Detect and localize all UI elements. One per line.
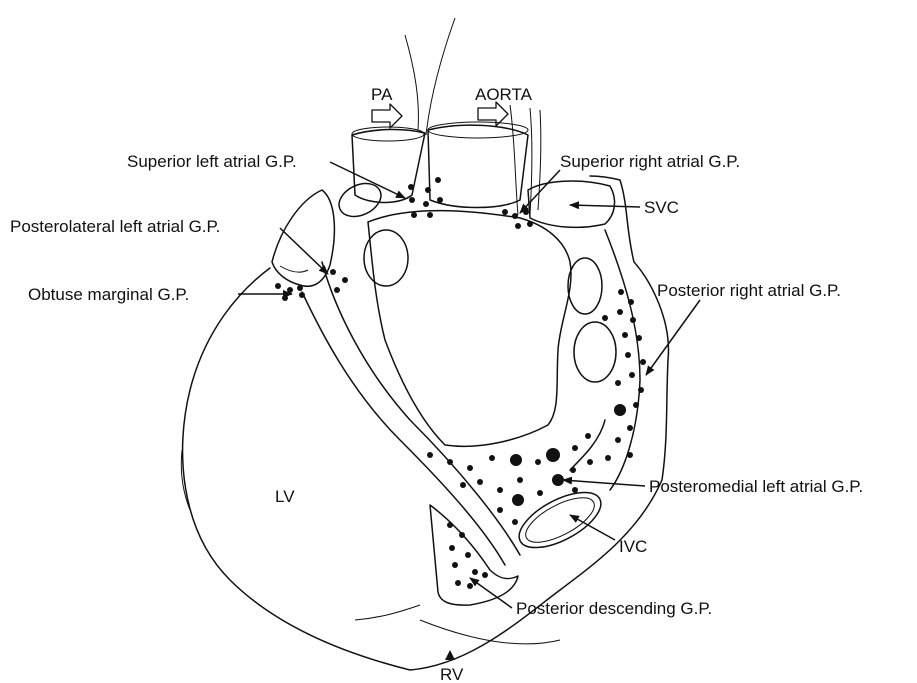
label-superior-right-atrial-gp: Superior right atrial G.P. [560, 152, 740, 171]
label-posterior-descending-gp: Posterior descending G.P. [516, 599, 712, 618]
pa-arrow-icon [372, 104, 402, 128]
label-rv: RV [440, 665, 464, 683]
label-posteromedial-left-atrial-gp: Posteromedial left atrial G.P. [649, 477, 863, 496]
rv-arrowhead-icon [445, 650, 455, 660]
posteromedial-gp-arrow [563, 480, 645, 486]
label-aorta: AORTA [475, 85, 533, 104]
ivc-vessel [511, 481, 609, 559]
label-superior-left-atrial-gp: Superior left atrial G.P. [127, 152, 297, 171]
superior-left-gp-arrow [330, 162, 405, 198]
right-inferior-pulmonary-vein [574, 322, 616, 382]
label-posterior-right-atrial-gp: Posterior right atrial G.P. [657, 281, 841, 300]
label-ivc: IVC [619, 537, 647, 556]
svc-vessel [528, 181, 615, 227]
posterolateral-gp-arrow [280, 228, 328, 274]
label-lv: LV [275, 487, 295, 506]
label-svc: SVC [644, 198, 679, 217]
label-obtuse-marginal-gp: Obtuse marginal G.P. [28, 285, 189, 304]
left-superior-pulmonary-vein [334, 177, 387, 223]
posterior-right-gp-arrow [646, 300, 700, 375]
label-posterolateral-left-atrial-gp: Posterolateral left atrial G.P. [10, 217, 220, 236]
left-atrium-band [322, 262, 520, 555]
label-pa: PA [371, 85, 393, 104]
gp-dots [275, 177, 646, 589]
right-superior-pulmonary-vein [568, 258, 602, 314]
pa-vessel [352, 129, 425, 202]
left-atrium-cavity [368, 211, 571, 447]
left-inferior-pulmonary-vein [364, 230, 408, 286]
heart-outline [183, 176, 669, 670]
svc-arrow [570, 205, 640, 207]
